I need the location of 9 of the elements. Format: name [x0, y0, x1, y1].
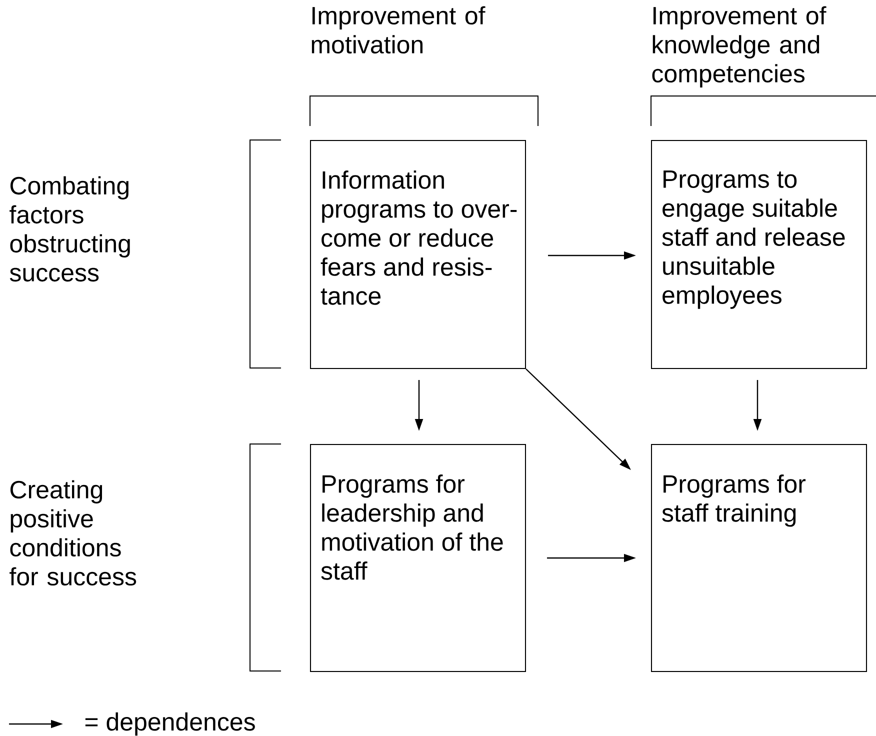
- heading-text: Improvement of knowledge and competencies: [652, 6, 826, 88]
- process-box: Programs for leadership and motivation of the staff: [310, 444, 526, 672]
- heading-text: Combating factors obstructing success: [10, 176, 130, 282]
- heading-text: Creating positive conditions for success: [10, 480, 136, 586]
- legend-text: = dependences: [85, 712, 255, 736]
- process-box: Programs to engage suitable staff and release unsuitable employees: [651, 140, 867, 369]
- process-box: Programs for staff training: [651, 444, 867, 672]
- process-box: Information programs to over- come or reduce fears and resis- tance: [310, 140, 526, 369]
- heading-text: Improvement of motivation: [312, 6, 486, 54]
